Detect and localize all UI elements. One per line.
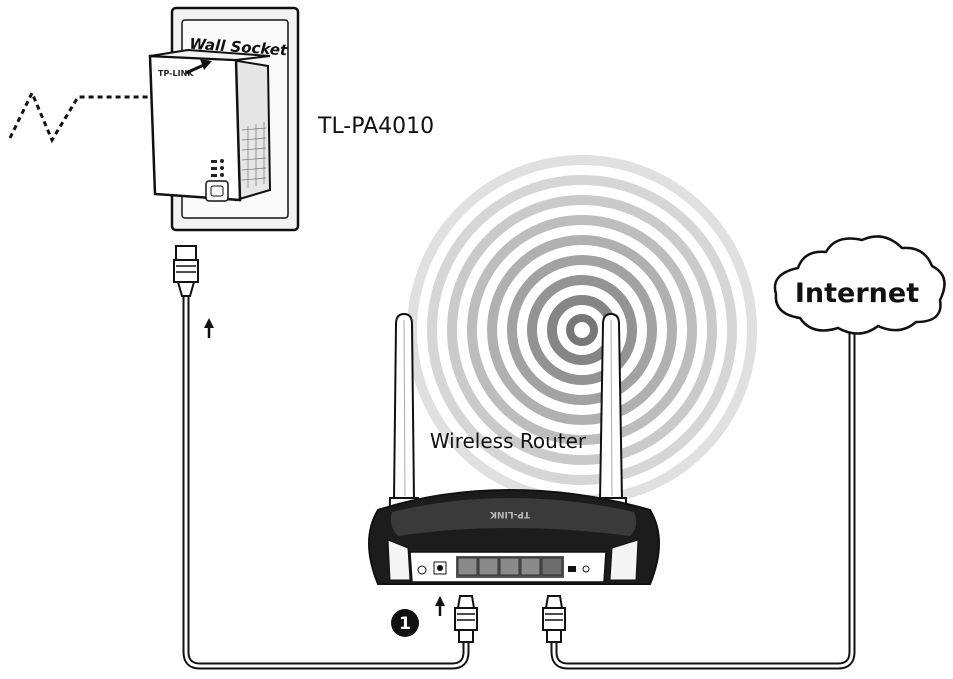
powerline-adapter [148, 48, 272, 202]
arrow-up-icon [435, 596, 445, 616]
ethernet-cable-adapter [182, 292, 470, 670]
step-badge: 1 [391, 609, 419, 637]
ethernet-connector-adapter [173, 245, 199, 297]
ethernet-connector-router-wan [542, 595, 566, 643]
adapter-model-label: TL-PA4010 [317, 114, 434, 139]
cloud-icon [773, 235, 946, 335]
step-number: 1 [399, 614, 411, 634]
router-port-panel [417, 556, 590, 578]
router-brand-logo: TP-LINK [489, 509, 530, 519]
router-label: Wireless Router [430, 429, 587, 453]
arrow-up-icon [185, 59, 212, 75]
arrow-up-icon [204, 318, 214, 338]
powerline-signal-icon [8, 89, 148, 144]
internet-label: Internet [795, 278, 919, 309]
ethernet-connector-router-lan [454, 595, 478, 643]
adapter-brand-logo: TP-LINK [158, 69, 194, 78]
